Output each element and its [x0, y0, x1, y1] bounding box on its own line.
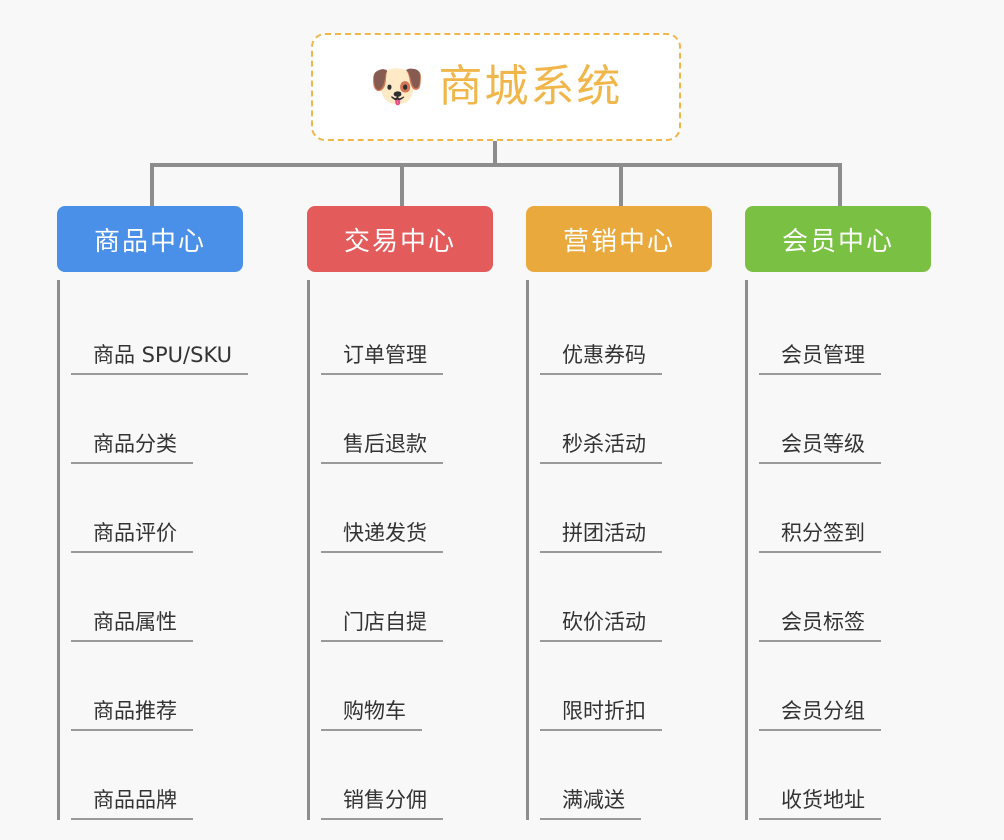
connector-drop-marketing-center — [619, 163, 623, 206]
leaf-label: 商品 SPU/SKU — [71, 343, 249, 375]
leaf-item[interactable]: 收货地址 — [759, 731, 931, 820]
leaf-label: 门店自提 — [321, 610, 443, 642]
leaf-label: 商品推荐 — [71, 699, 193, 731]
leaf-label: 优惠券码 — [540, 343, 662, 375]
branch-trade-center: 交易中心 订单管理 售后退款 快递发货 门店自提 购物车 销售分佣 — [307, 206, 493, 820]
leaf-item[interactable]: 满减送 — [540, 731, 712, 820]
leaf-item[interactable]: 砍价活动 — [540, 553, 712, 642]
leaf-list-member-center: 会员管理 会员等级 积分签到 会员标签 会员分组 收货地址 — [745, 280, 931, 820]
leaf-item[interactable]: 订单管理 — [321, 286, 493, 375]
leaf-label: 商品品牌 — [71, 788, 193, 820]
leaf-label: 购物车 — [321, 699, 422, 731]
leaf-item[interactable]: 会员等级 — [759, 375, 931, 464]
leaf-label: 砍价活动 — [540, 610, 662, 642]
leaf-item[interactable]: 积分签到 — [759, 464, 931, 553]
branch-product-center: 商品中心 商品 SPU/SKU 商品分类 商品评价 商品属性 商品推荐 商品品牌 — [57, 206, 249, 820]
category-box-marketing-center[interactable]: 营销中心 — [526, 206, 712, 272]
leaf-label: 拼团活动 — [540, 521, 662, 553]
leaf-item[interactable]: 优惠券码 — [540, 286, 712, 375]
leaf-label: 限时折扣 — [540, 699, 662, 731]
leaf-item[interactable]: 商品属性 — [71, 553, 243, 642]
leaf-item[interactable]: 快递发货 — [321, 464, 493, 553]
branch-marketing-center: 营销中心 优惠券码 秒杀活动 拼团活动 砍价活动 限时折扣 满减送 — [526, 206, 712, 820]
leaf-item[interactable]: 售后退款 — [321, 375, 493, 464]
branch-member-center: 会员中心 会员管理 会员等级 积分签到 会员标签 会员分组 收货地址 — [745, 206, 931, 820]
leaf-item[interactable]: 商品 SPU/SKU — [71, 286, 249, 375]
leaf-item[interactable]: 商品推荐 — [71, 642, 243, 731]
leaf-item[interactable]: 门店自提 — [321, 553, 493, 642]
leaf-label: 订单管理 — [321, 343, 443, 375]
leaf-label: 快递发货 — [321, 521, 443, 553]
leaf-item[interactable]: 秒杀活动 — [540, 375, 712, 464]
category-box-product-center[interactable]: 商品中心 — [57, 206, 243, 272]
leaf-item[interactable]: 会员管理 — [759, 286, 931, 375]
leaf-item[interactable]: 商品评价 — [71, 464, 243, 553]
leaf-label: 收货地址 — [759, 788, 881, 820]
leaf-label: 会员分组 — [759, 699, 881, 731]
leaf-label: 会员管理 — [759, 343, 881, 375]
connector-drop-product-center — [150, 163, 154, 206]
root-title: 商城系统 — [438, 61, 623, 112]
root-node[interactable]: 🐶 商城系统 — [311, 33, 681, 141]
leaf-label: 秒杀活动 — [540, 432, 662, 464]
leaf-item[interactable]: 会员标签 — [759, 553, 931, 642]
leaf-label: 满减送 — [540, 788, 641, 820]
leaf-label: 商品评价 — [71, 521, 193, 553]
leaf-label: 售后退款 — [321, 432, 443, 464]
leaf-list-product-center: 商品 SPU/SKU 商品分类 商品评价 商品属性 商品推荐 商品品牌 — [57, 280, 249, 820]
connector-root-stem — [493, 141, 497, 167]
category-label: 交易中心 — [343, 226, 456, 257]
leaf-list-marketing-center: 优惠券码 秒杀活动 拼团活动 砍价活动 限时折扣 满减送 — [526, 280, 712, 820]
leaf-item[interactable]: 购物车 — [321, 642, 493, 731]
leaf-label: 积分签到 — [759, 521, 881, 553]
dog-face-icon: 🐶 — [369, 61, 425, 112]
leaf-item[interactable]: 会员分组 — [759, 642, 931, 731]
category-label: 会员中心 — [781, 226, 894, 257]
leaf-item[interactable]: 拼团活动 — [540, 464, 712, 553]
leaf-label: 商品属性 — [71, 610, 193, 642]
leaf-item[interactable]: 限时折扣 — [540, 642, 712, 731]
leaf-label: 会员标签 — [759, 610, 881, 642]
leaf-list-trade-center: 订单管理 售后退款 快递发货 门店自提 购物车 销售分佣 — [307, 280, 493, 820]
connector-horizontal-bus — [150, 163, 842, 167]
leaf-item[interactable]: 商品分类 — [71, 375, 243, 464]
leaf-label: 销售分佣 — [321, 788, 443, 820]
leaf-label: 商品分类 — [71, 432, 193, 464]
category-box-trade-center[interactable]: 交易中心 — [307, 206, 493, 272]
leaf-label: 会员等级 — [759, 432, 881, 464]
category-label: 商品中心 — [93, 226, 206, 257]
category-label: 营销中心 — [562, 226, 675, 257]
leaf-item[interactable]: 商品品牌 — [71, 731, 243, 820]
category-box-member-center[interactable]: 会员中心 — [745, 206, 931, 272]
connector-drop-trade-center — [400, 163, 404, 206]
connector-drop-member-center — [838, 163, 842, 206]
leaf-item[interactable]: 销售分佣 — [321, 731, 493, 820]
